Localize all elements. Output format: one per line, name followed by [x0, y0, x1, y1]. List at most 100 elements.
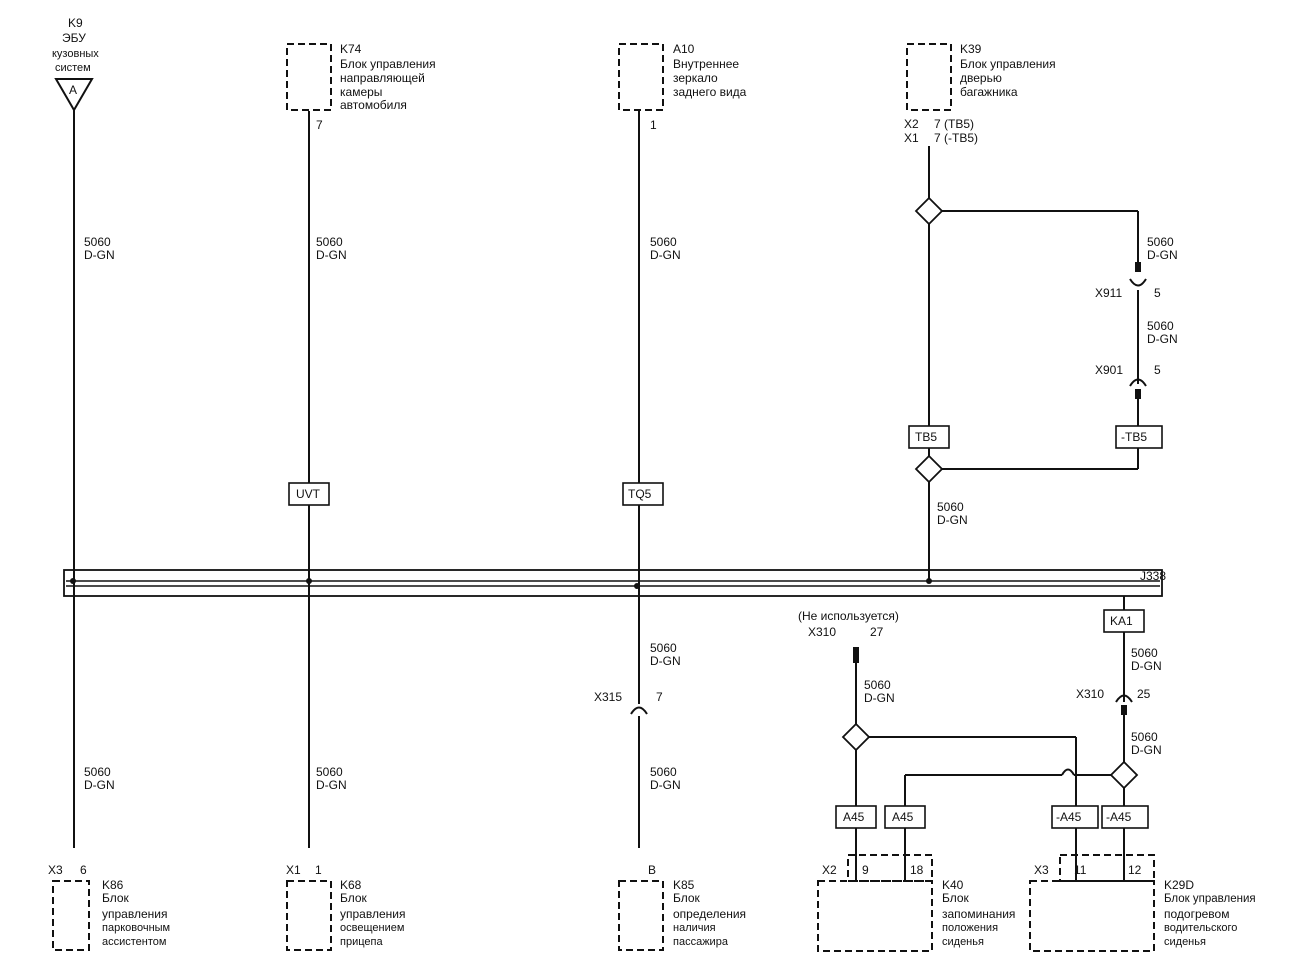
x310a-id: X310 — [808, 625, 836, 639]
splice-node-upper-icon — [914, 196, 944, 226]
k29d-id: K29D — [1164, 878, 1194, 892]
x901-pin: 5 — [1154, 363, 1161, 377]
wire-label-num: 5060 — [1147, 235, 1174, 249]
k39-conn1: X2 — [904, 117, 919, 131]
x911-connector-icon — [1129, 278, 1147, 287]
k85-line1: Блок — [673, 891, 701, 905]
k29d-pin2: 12 — [1128, 863, 1142, 877]
wire-label-num: 5060 — [937, 500, 964, 514]
x310b-pin: 25 — [1137, 687, 1151, 701]
wire-label-color: D-GN — [1147, 332, 1178, 346]
wire-label-color: D-GN — [84, 248, 115, 262]
x310b-connector-icon — [1115, 694, 1133, 703]
wire-label-num: 5060 — [316, 235, 343, 249]
x901-connector-icon — [1129, 378, 1147, 387]
a10-line1: Внутреннее — [673, 57, 739, 71]
k40-pin2: 18 — [910, 863, 924, 877]
k86-conn: X3 — [48, 863, 63, 877]
splice-node-seat-right-icon — [1109, 760, 1139, 790]
k39-line1: Блок управления — [960, 57, 1056, 71]
k9-line3: систем — [55, 62, 91, 74]
wire-label-num: 5060 — [84, 765, 111, 779]
splice-node-lower-icon — [914, 454, 944, 484]
splice-uvt — [288, 482, 330, 506]
k29d-line3: водительского — [1164, 922, 1237, 934]
k74-line1: Блок управления — [340, 57, 436, 71]
k40-line2: запоминания — [942, 907, 1015, 921]
x911-id: X911 — [1095, 286, 1122, 300]
wire-label-color: D-GN — [1147, 248, 1178, 262]
k85-pin: B — [648, 863, 656, 877]
wire-label-num: 5060 — [84, 235, 111, 249]
k29d-conn: X3 — [1034, 863, 1049, 877]
k39-line2: дверью — [960, 71, 1002, 85]
a10-pin: 1 — [650, 118, 657, 132]
k74-box — [286, 43, 332, 111]
wire-label-color: D-GN — [650, 654, 681, 668]
wire-label-color: D-GN — [937, 513, 968, 527]
splice-ntb5-label: -TB5 — [1121, 430, 1147, 444]
splice-na45a-label: -A45 — [1056, 810, 1082, 824]
splice-node-seat-left-icon — [841, 722, 871, 752]
k74-id: K74 — [340, 42, 362, 56]
k40-line1: Блок — [942, 891, 970, 905]
wire-label-num: 5060 — [1131, 730, 1158, 744]
k9-id: K9 — [68, 16, 83, 30]
wire-crossover-icon — [1061, 768, 1075, 776]
k9-line2: кузовных — [52, 48, 99, 60]
k86-line3: парковочным — [102, 922, 170, 934]
k85-id: K85 — [673, 878, 695, 892]
wire-label-num: 5060 — [650, 235, 677, 249]
k68-line1: Блок — [340, 891, 368, 905]
k39-line3: багажника — [960, 85, 1018, 99]
wire-label-color: D-GN — [650, 778, 681, 792]
splice-ka1-label: KA1 — [1110, 614, 1133, 628]
k39-pin2: 7 (-TB5) — [934, 131, 978, 145]
wire-label-num: 5060 — [864, 678, 891, 692]
x310a-note: (Не используется) — [798, 609, 899, 623]
wire-label-color: D-GN — [864, 691, 895, 705]
k40-conn: X2 — [822, 863, 837, 877]
k40-pin1: 9 — [862, 863, 869, 877]
x901-pin-icon — [1135, 389, 1141, 399]
splice-tq5 — [622, 482, 664, 506]
k68-line4: прицепа — [340, 936, 383, 948]
k74-line2: направляющей — [340, 71, 425, 85]
k9-triangle-icon — [54, 78, 94, 112]
x315-connector-icon — [630, 706, 648, 715]
k40-line3: положения — [942, 922, 998, 934]
a10-line3: заднего вида — [673, 85, 747, 99]
x901-id: X901 — [1095, 363, 1123, 377]
x310b-pin-icon — [1121, 705, 1127, 715]
k29d-line2: подогревом — [1164, 907, 1229, 921]
k39-conn2: X1 — [904, 131, 919, 145]
k86-line1: Блок — [102, 891, 130, 905]
splice-a45a-label: A45 — [843, 810, 865, 824]
a10-line2: зеркало — [673, 71, 718, 85]
wire-label-color: D-GN — [650, 248, 681, 262]
wire-label-color: D-GN — [316, 778, 347, 792]
splice-tb5-label: TB5 — [915, 430, 937, 444]
k68-box — [286, 880, 332, 951]
bus-label: J338 — [1140, 569, 1166, 583]
k9-line1: ЭБУ — [62, 31, 86, 45]
wire-label-num: 5060 — [1131, 646, 1158, 660]
k29d-line1: Блок управления — [1164, 893, 1256, 905]
k40-id: K40 — [942, 878, 964, 892]
k74-pin: 7 — [316, 118, 323, 132]
wire-label-num: 5060 — [1147, 319, 1174, 333]
k68-line3: освещением — [340, 922, 404, 934]
k68-conn: X1 — [286, 863, 301, 877]
wire-label-num: 5060 — [650, 641, 677, 655]
x310a-pin-icon — [853, 647, 859, 663]
k85-box — [618, 880, 664, 951]
k74-line3: камеры — [340, 85, 382, 99]
k85-line4: пассажира — [673, 936, 729, 948]
k29d-line4: сиденья — [1164, 936, 1206, 948]
k68-pin: 1 — [315, 863, 322, 877]
x911-pin-icon — [1135, 262, 1141, 272]
x315-id: X315 — [594, 690, 622, 704]
wire-label-color: D-GN — [316, 248, 347, 262]
bus-j338 — [63, 569, 1163, 597]
a10-id: A10 — [673, 42, 695, 56]
